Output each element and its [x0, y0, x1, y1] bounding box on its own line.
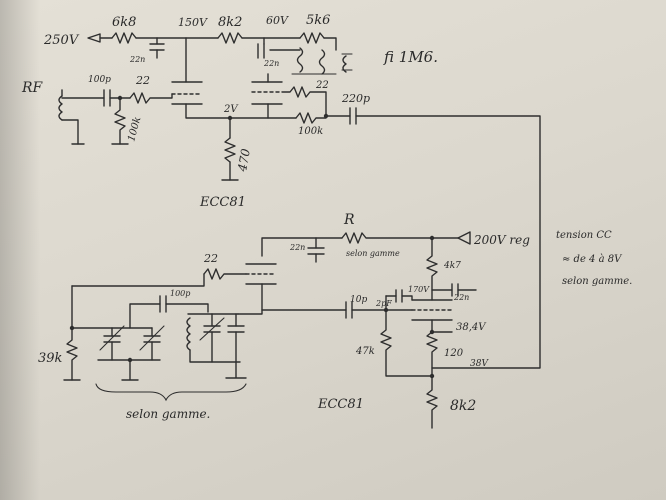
- triode-bottom-right: [411, 299, 453, 321]
- resistor-8k2-top: [217, 32, 243, 44]
- resistor-r: [341, 232, 433, 244]
- label-ecc81-bottom: ECC81: [317, 397, 364, 412]
- label-100p-b: 100p: [170, 289, 190, 298]
- label-470: 470: [235, 147, 253, 173]
- label-tension-cc: tension CC: [556, 230, 612, 241]
- label-47k: 47k: [355, 346, 375, 357]
- label-220p: 220p: [341, 92, 370, 105]
- label-fi: fi 1M6.: [383, 48, 438, 66]
- label-22-b: 22: [315, 80, 329, 91]
- label-rf: RF: [21, 80, 44, 96]
- top-supply-rail: [87, 32, 337, 51]
- label-8k2-top: 8k2: [218, 15, 242, 30]
- label-selon-gamme-r: selon gamme: [346, 249, 400, 258]
- label-ecc81-top: ECC81: [199, 195, 246, 210]
- rf-input-coil: [58, 89, 105, 145]
- label-39k: 39k: [38, 351, 63, 366]
- capacitor-22n-d: [431, 283, 477, 297]
- paper-shadow: [0, 0, 40, 500]
- oscillator-coil: [186, 313, 241, 363]
- capacitor-100p-a: [103, 89, 111, 107]
- capacitor-2pf: [385, 289, 413, 311]
- resistor-22-b: [281, 86, 327, 117]
- label-150v: 150V: [178, 16, 208, 29]
- label-22n-a: 22n: [129, 55, 145, 64]
- label-22n-b: 22n: [263, 59, 279, 68]
- triode-top-left: [171, 81, 231, 119]
- label-selon-gamme-note: selon gamme.: [562, 276, 632, 287]
- label-10p: 10p: [350, 295, 367, 305]
- capacitor-100p-b: [159, 295, 167, 313]
- triode-top-right: [251, 73, 283, 119]
- brace: [95, 383, 247, 402]
- label-2pf: 2pF: [375, 299, 392, 308]
- label-22n-c: 22n: [289, 243, 305, 252]
- label-r: R: [343, 212, 355, 228]
- triode-bottom-left: [245, 263, 277, 311]
- label-22-a: 22: [135, 74, 150, 87]
- capacitor-220p: [349, 107, 357, 125]
- label-100p-a: 100p: [88, 75, 111, 85]
- variable-capacitor-1: [99, 325, 125, 361]
- label-120: 120: [444, 348, 464, 359]
- label-38-4v: 38,4V: [456, 322, 487, 333]
- label-8k2-bottom: 8k2: [450, 398, 476, 414]
- if-transformer: [291, 47, 353, 75]
- resistor-22-a: [129, 92, 173, 104]
- resistor-5k6: [299, 32, 325, 44]
- label-4k7: 4k7: [443, 261, 461, 271]
- resistor-47k: [380, 309, 433, 377]
- resistor-8k2-bottom: [426, 375, 438, 429]
- label-22-c: 22: [203, 252, 218, 265]
- label-tension-range: ≈ de 4 à 8V: [562, 254, 623, 265]
- label-2v: 2V: [223, 104, 239, 115]
- capacitor-22n-c: [307, 237, 325, 263]
- variable-capacitor-2: [139, 325, 165, 361]
- label-38v: 38V: [470, 359, 489, 369]
- capacitor-22n-b: [257, 37, 301, 59]
- label-6k8: 6k8: [112, 15, 136, 30]
- resistor-100k-b: [295, 112, 327, 124]
- label-170v: 170V: [408, 285, 430, 294]
- resistor-6k8: [111, 32, 137, 44]
- label-200v-reg: 200V reg: [473, 233, 530, 247]
- label-250v: 250V: [43, 33, 80, 48]
- label-60v: 60V: [266, 14, 289, 27]
- resistor-39k: [63, 327, 81, 381]
- tank-capacitor: [227, 313, 245, 363]
- label-100k-a: 100k: [126, 116, 143, 143]
- label-5k6: 5k6: [306, 13, 330, 28]
- label-100k-b: 100k: [298, 126, 323, 137]
- resistor-100k-a: [111, 97, 129, 145]
- label-selon-gamme-bottom: selon gamme.: [126, 407, 210, 421]
- trimmer-capacitor: [199, 313, 225, 363]
- resistor-4k7: [426, 237, 438, 301]
- resistor-22-c: [203, 268, 247, 280]
- resistor-470: [221, 117, 239, 181]
- capacitor-22n-a: [149, 37, 165, 59]
- label-22n-d: 22n: [453, 293, 469, 302]
